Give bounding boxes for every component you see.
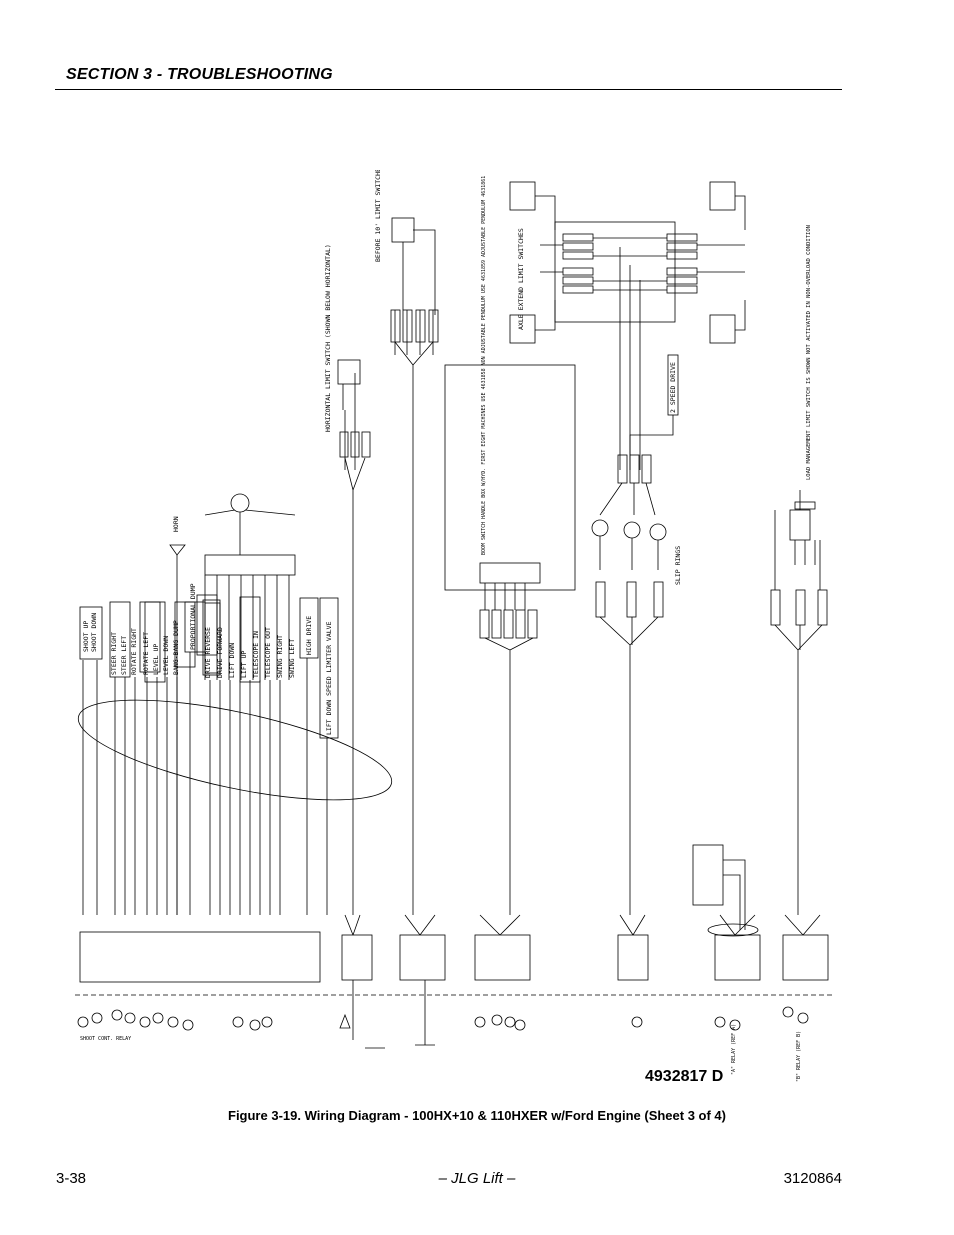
function-label: SHOOT DOWN — [90, 613, 98, 652]
wiring-diagram: AXLE EXTEND LIMIT SWITCHES BEFORE 10' LI… — [75, 170, 835, 1082]
boom-box — [444, 364, 576, 591]
function-label: DRIVE FORWARD — [216, 627, 224, 678]
function-label: TELESCOPE IN — [252, 631, 260, 678]
label-load-mgmt: LOAD MANAGEMENT LIMIT SWITCH IS SHOWN NO… — [806, 225, 812, 480]
label-shoot-relay: SHOOT CONT. RELAY — [80, 1036, 131, 1042]
header-rule — [55, 89, 842, 90]
function-label: LEVEL UP — [152, 644, 160, 675]
function-label: ROTATE RIGHT — [130, 628, 138, 675]
function-label: SWING RIGHT — [276, 635, 284, 678]
label-b-relay: "B" RELAY (REF B) — [796, 1031, 802, 1082]
label-a-relay: "A" RELAY (REF A) — [731, 1024, 737, 1075]
figure-caption: Figure 3-19. Wiring Diagram - 100HX+10 &… — [228, 1108, 726, 1123]
function-label: STEER LEFT — [120, 636, 128, 675]
figure-number: 4932817 D — [645, 1068, 724, 1085]
function-label: HIGH DRIVE — [305, 616, 313, 655]
function-label: DRIVE REVERSE — [204, 627, 212, 678]
function-label: TELESCOPE OUT — [264, 627, 272, 678]
label-axle-extend: AXLE EXTEND LIMIT SWITCHES — [517, 228, 525, 330]
label-horn: HORN — [172, 516, 180, 532]
function-label: LIFT DOWN — [228, 643, 236, 678]
function-label: LEVEL DOWN — [162, 636, 170, 675]
function-label: SHOOT UP — [82, 621, 90, 652]
function-label: STEER RIGHT — [110, 632, 118, 675]
function-label: ROTATE LEFT — [142, 632, 150, 675]
section-title: SECTION 3 - TROUBLESHOOTING — [66, 66, 333, 83]
axle-switch-box — [554, 221, 676, 323]
footer-doc-number: 3120864 — [783, 1170, 842, 1187]
label-boom-box: BOOM SWITCH HANDLE BOX W/HYD. FIRST EIGH… — [481, 176, 487, 555]
function-label: PROPORTIONAL DUMP — [189, 583, 197, 650]
footer-brand: – JLG Lift – — [438, 1170, 516, 1187]
footer-page-number: 3-38 — [56, 1170, 87, 1187]
function-label: SWING LEFT — [288, 639, 296, 678]
function-label: LIFT UP — [240, 651, 248, 678]
label-horizontal-switch: HORIZONTAL LIMIT SWITCH (SHOWN BELOW HOR… — [324, 244, 332, 432]
function-label: LIFT DOWN SPEED LIMITER VALVE — [325, 621, 333, 735]
label-slip-rings: SLIP RINGS — [674, 546, 682, 585]
function-label: BANG-BANG DUMP — [172, 620, 180, 675]
label-before-limit: BEFORE 10' LIMIT SWITCHES — [374, 170, 382, 262]
label-two-speed: 2 SPEED DRIVE — [669, 362, 677, 413]
